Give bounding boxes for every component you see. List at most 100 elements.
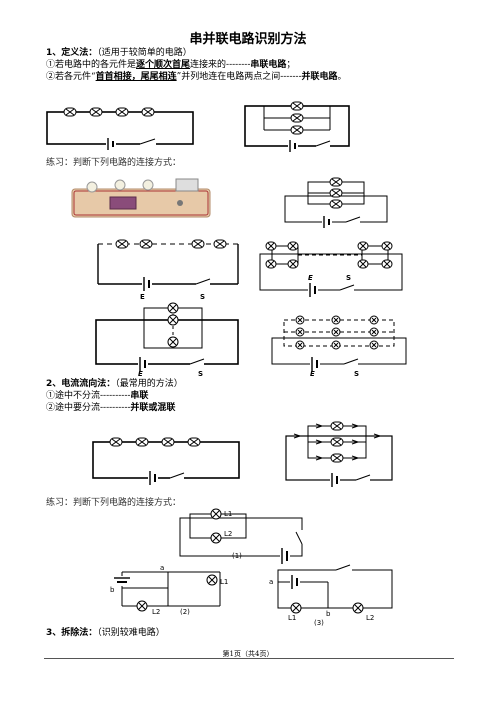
lamp-icon	[352, 602, 364, 614]
circuit-figure-2: a b L1 L2 (2)	[110, 564, 228, 616]
lamp-icon	[330, 421, 344, 431]
switch-icon	[343, 358, 359, 368]
section1-heading: 1、定义法：	[46, 48, 98, 58]
lamp-icon	[265, 259, 277, 269]
section2-heading: 2、电流流向法：	[46, 379, 116, 389]
lamp-icon	[265, 241, 277, 251]
lamp-icon	[167, 302, 179, 314]
lamp-icon	[357, 241, 369, 251]
battery-icon	[148, 471, 158, 485]
battery-icon	[114, 576, 130, 586]
arrow-right-icon	[315, 439, 324, 445]
lamp-icon	[295, 315, 305, 325]
section3-heading: 3、拆除法：	[46, 628, 98, 638]
lamp-icon	[210, 532, 222, 544]
rule1-prefix: ①若电路中的各元件是	[46, 60, 137, 70]
lamp-icon	[290, 602, 302, 614]
battery-icon	[288, 140, 298, 152]
rule2-prefix: ②若各元件“	[46, 72, 96, 82]
switch-icon	[355, 474, 371, 484]
parallel-circuit-diagram-2	[284, 177, 388, 228]
lamp-icon	[161, 437, 175, 447]
lamp-icon	[329, 177, 343, 187]
label-b: b	[326, 610, 331, 618]
rule1-result: 串联电路	[250, 60, 287, 70]
arrow-right-icon	[351, 455, 360, 461]
lamp-icon	[357, 259, 369, 269]
section1-practice: 练习：判断下列电路的连接方式：	[46, 158, 182, 168]
page-title: 串并联电路识别方法	[189, 32, 307, 47]
rule2-key: 首首相接，尾尾相连	[95, 72, 177, 82]
lamp-icon	[331, 340, 341, 350]
label-E: E	[138, 370, 143, 378]
label-E: E	[308, 274, 313, 282]
fig-1-label: (1)	[232, 552, 242, 560]
page-footer: 第1页（共4页）	[222, 650, 274, 658]
battery-icon	[142, 277, 152, 291]
circuit-figure-3: a b L1 L2 (3)	[269, 564, 393, 627]
battery-icon	[310, 357, 320, 371]
rule1-key: 逐个顺次首尾	[136, 60, 191, 70]
lamp-icon	[191, 239, 205, 249]
lamp-icon	[330, 437, 344, 447]
label-L2: L2	[152, 608, 160, 616]
switch-icon	[339, 284, 355, 294]
arrow-right-icon	[315, 423, 324, 429]
lamp-icon	[287, 259, 299, 269]
section2-rule1: ①途中不分流----------串联	[46, 390, 148, 402]
lamp-icon	[141, 107, 155, 117]
lamp-icon	[210, 508, 222, 520]
label-L1: L1	[288, 614, 296, 622]
battery-icon	[280, 548, 290, 564]
battery-icon	[330, 473, 340, 487]
vertical-parallel-circuit-diagram: E S	[95, 302, 239, 378]
s2-rule1-prefix: ①途中不分流----------	[46, 391, 131, 401]
rule1-mid: 连接来的--------	[190, 60, 251, 70]
rule2-mid: ”并列地连在电路两点之间-------	[176, 72, 302, 82]
switch-icon	[335, 564, 352, 574]
arrow-right-icon	[373, 433, 382, 439]
section3-heading-line: 3、拆除法：（识别较难电路）	[46, 627, 165, 639]
lamp-icon	[329, 188, 343, 198]
lamp-icon	[381, 241, 393, 251]
arrow-right-icon	[315, 455, 324, 461]
section2-heading-line: 2、电流流向法：（最常用的方法）	[46, 378, 183, 390]
section1-heading-line: 1、定义法：（适用于较简单的电路）	[46, 47, 192, 59]
fig-2-label: (2)	[180, 608, 190, 616]
label-b: b	[110, 586, 115, 594]
lamp-icon	[136, 600, 148, 612]
lamp-icon	[115, 239, 129, 249]
label-S: S	[198, 370, 203, 378]
circuit-board-photo	[71, 178, 211, 218]
lamp-icon	[290, 101, 304, 111]
battery-icon	[106, 138, 116, 150]
section1-note: （适用于较简单的电路）	[97, 48, 192, 58]
label-L1: L1	[220, 578, 228, 586]
section2-note: （最常用的方法）	[115, 379, 183, 389]
section2-rule2: ②途中要分流----------并联或混联	[46, 402, 175, 414]
lamp-icon	[369, 340, 379, 350]
switch-icon	[189, 358, 205, 368]
section2-practice: 练习：判断下列电路的连接方式：	[46, 498, 182, 508]
lamp-icon	[167, 336, 179, 348]
switch-icon	[315, 140, 331, 150]
dashed-series-circuit-diagram: E S	[97, 239, 239, 301]
lamp-icon	[295, 340, 305, 350]
lamp-icon	[331, 315, 341, 325]
section1-rule2: ②若各元件“首首相接，尾尾相连”并列地连在电路两点之间-------并联电路。	[46, 71, 347, 83]
switch-icon	[294, 530, 304, 545]
label-L2: L2	[224, 530, 232, 538]
label-S: S	[354, 370, 359, 378]
section1-rule1: ①若电路中的各元件是逐个顺次首尾连接来的--------串联电路；	[46, 59, 295, 71]
arrow-right-icon	[351, 439, 360, 445]
fig-3-label: (3)	[314, 619, 324, 627]
rule1-end: ；	[286, 60, 296, 70]
label-E: E	[140, 293, 145, 301]
arrow-right-icon	[293, 433, 302, 439]
s2-rule2-prefix: ②途中要分流----------	[46, 403, 131, 413]
label-E: E	[310, 370, 315, 378]
parallel-circuit-current-flow-diagram	[285, 421, 393, 487]
series-circuit-diagram-2	[92, 437, 240, 485]
switch-icon	[139, 138, 156, 148]
lamp-icon	[331, 327, 341, 337]
